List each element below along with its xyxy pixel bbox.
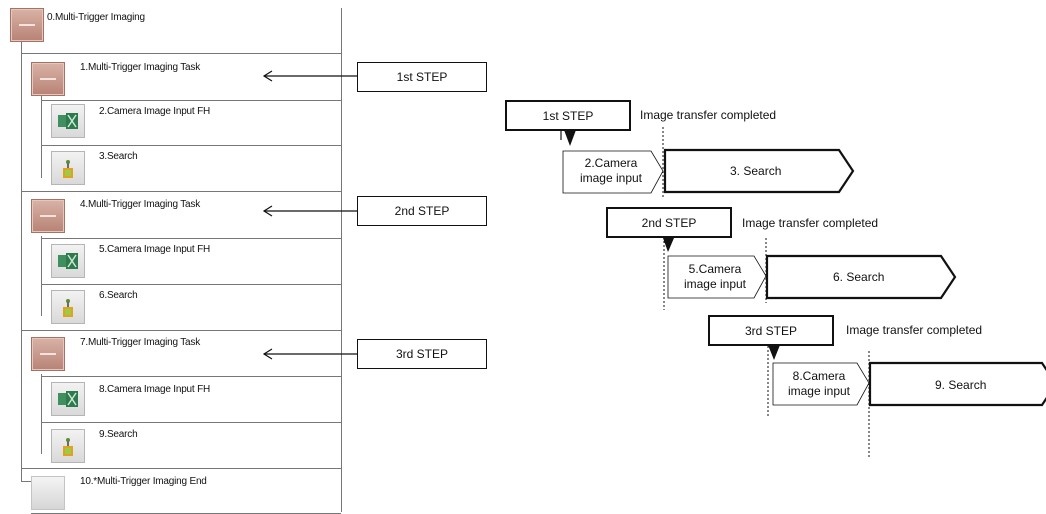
- row-separator: [41, 422, 51, 423]
- camera-input-icon[interactable]: [51, 244, 85, 278]
- tree-connector: [21, 481, 31, 482]
- row-separator: [21, 53, 31, 54]
- row-separator: [51, 422, 341, 423]
- camera-input-label-1: 2.Camera image input: [565, 156, 657, 186]
- tree-vertical-line-3: [41, 374, 42, 454]
- transfer-label-2: Image transfer completed: [742, 216, 879, 230]
- row-separator: [21, 330, 341, 331]
- search-label-2: 6. Search: [833, 270, 885, 284]
- search-icon[interactable]: [51, 290, 85, 324]
- flow-item-6[interactable]: 6.Search: [99, 290, 138, 301]
- callout-arrowhead-3: [262, 348, 273, 360]
- camera-input-line1-3: 8.Camera: [792, 369, 846, 383]
- flow-item-5[interactable]: 5.Camera Image Input FH: [99, 244, 211, 255]
- flow-item-4[interactable]: 4.Multi-Trigger Imaging Task: [80, 199, 201, 210]
- row-separator: [51, 284, 341, 285]
- flow-item-8[interactable]: 8.Camera Image Input FH: [99, 384, 211, 395]
- step-callout-3: 3rd STEP: [357, 339, 487, 369]
- row-separator: [51, 100, 341, 101]
- search-label-3: 9. Search: [935, 378, 987, 392]
- row-separator: [41, 376, 51, 377]
- callout-arrowhead-1: [262, 70, 273, 82]
- row-separator: [41, 238, 51, 239]
- row-separator: [21, 468, 341, 469]
- tree-vertical-line-2: [41, 236, 42, 316]
- row-separator: [31, 53, 341, 54]
- step-callout-2: 2nd STEP: [357, 196, 487, 226]
- row-separator: [51, 376, 341, 377]
- flow-item-3[interactable]: 3.Search: [99, 151, 138, 162]
- flow-item-1[interactable]: 1.Multi-Trigger Imaging Task: [80, 62, 201, 73]
- search-label-1: 3. Search: [730, 164, 782, 178]
- flow-item-9[interactable]: 9.Search: [99, 429, 138, 440]
- camera-input-line1-1: 2.Camera: [584, 156, 638, 170]
- row-separator: [21, 191, 341, 192]
- camera-input-line2-3: image input: [787, 384, 851, 398]
- task-icon[interactable]: [31, 199, 65, 233]
- callout-arrowhead-2: [262, 205, 273, 217]
- transfer-triangle-2: [663, 238, 674, 252]
- camera-input-icon[interactable]: [51, 382, 85, 416]
- row-separator: [41, 145, 51, 146]
- task-icon[interactable]: [10, 8, 44, 42]
- search-icon[interactable]: [51, 151, 85, 185]
- end-icon[interactable]: [31, 476, 65, 510]
- timeline-step-1: 1st STEP: [505, 100, 631, 131]
- camera-input-icon[interactable]: [51, 104, 85, 138]
- row-separator: [51, 238, 341, 239]
- tree-vertical-line-1: [41, 96, 42, 178]
- row-separator: [41, 284, 51, 285]
- camera-input-line2-2: image input: [683, 277, 747, 291]
- flow-item-7[interactable]: 7.Multi-Trigger Imaging Task: [80, 337, 201, 348]
- task-icon[interactable]: [31, 62, 65, 96]
- flow-item-2[interactable]: 2.Camera Image Input FH: [99, 106, 211, 117]
- transfer-label-3: Image transfer completed: [846, 323, 983, 337]
- flow-item-10[interactable]: 10.*Multi-Trigger Imaging End: [80, 476, 207, 487]
- timeline-step-3: 3rd STEP: [708, 315, 834, 346]
- row-separator: [41, 100, 51, 101]
- step-callout-1: 1st STEP: [357, 62, 487, 92]
- task-icon[interactable]: [31, 337, 65, 371]
- panel-right-border: [341, 8, 342, 512]
- flow-item-0[interactable]: 0.Multi-Trigger Imaging: [47, 12, 145, 23]
- timeline-step-2: 2nd STEP: [606, 207, 732, 238]
- tree-vertical-line-root: [21, 40, 22, 481]
- camera-input-label-2: 5.Camera image input: [670, 262, 760, 292]
- row-separator: [51, 145, 341, 146]
- transfer-triangle-3: [768, 345, 780, 360]
- transfer-triangle-1: [564, 130, 576, 146]
- camera-input-label-3: 8.Camera image input: [775, 369, 863, 399]
- transfer-label-1: Image transfer completed: [640, 108, 777, 122]
- search-icon[interactable]: [51, 429, 85, 463]
- camera-input-line2-1: image input: [579, 171, 643, 185]
- camera-input-line1-2: 5.Camera: [688, 262, 742, 276]
